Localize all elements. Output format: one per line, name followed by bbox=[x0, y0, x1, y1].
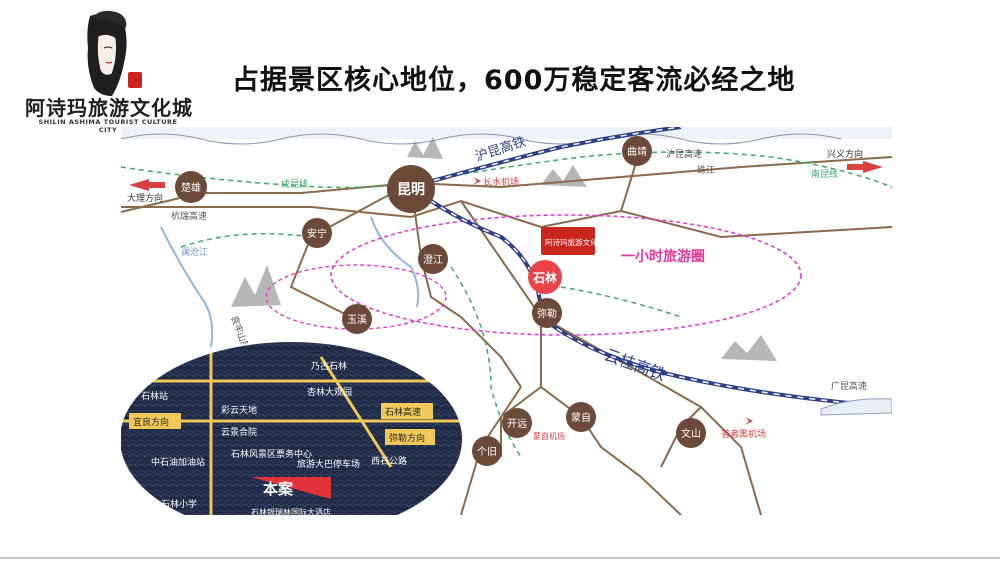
svg-text:普者黑机场: 普者黑机场 bbox=[721, 428, 766, 440]
guangkun-label: 广昆高速 bbox=[831, 380, 867, 392]
inset-place: 杏林大观园 bbox=[307, 386, 352, 398]
inset-mile-tag bbox=[385, 429, 435, 445]
svg-text:宜良方向: 宜良方向 bbox=[133, 416, 169, 428]
svg-text:大理方向: 大理方向 bbox=[127, 192, 163, 204]
page-title: 占据景区核心地位，600万稳定客流必经之地 bbox=[232, 65, 796, 96]
svg-text:石林高速: 石林高速 bbox=[385, 406, 421, 418]
city-node-chuxiong: 楚雄 bbox=[175, 171, 207, 203]
logo-subtitle: SHILIN ASHIMA TOURIST CULTURE CITY bbox=[38, 118, 178, 134]
svg-text:文山: 文山 bbox=[681, 427, 701, 440]
city-node-yuxi: 玉溪 bbox=[342, 304, 372, 334]
shilin-project-badge: 阿诗玛旅游文化城 bbox=[541, 227, 605, 255]
main-project-label: 本案 bbox=[263, 480, 294, 498]
svg-text:弥勒方向: 弥勒方向 bbox=[389, 432, 425, 444]
inset-place: 彩云天地 bbox=[221, 404, 257, 416]
hangrui-label: 杭瑞高速 bbox=[171, 210, 207, 222]
svg-text:阿诗玛旅游文化城: 阿诗玛旅游文化城 bbox=[545, 237, 605, 247]
city-node-mile: 弥勒 bbox=[532, 298, 562, 328]
inset-place: 石林银瑞林国际大酒店 bbox=[251, 507, 331, 515]
city-node-shilin: 石林 bbox=[528, 260, 562, 294]
mountain-illustration bbox=[231, 137, 777, 361]
high-speed-train-illustration bbox=[820, 398, 892, 416]
svg-text:石林: 石林 bbox=[532, 270, 557, 285]
chengkun-label: 成昆线 bbox=[281, 178, 308, 190]
footer-divider bbox=[0, 557, 1000, 559]
city-node-wenshan: 文山 bbox=[676, 418, 706, 448]
inset-yiliang-tag bbox=[129, 413, 181, 429]
inset-place: 中石油加油站 bbox=[151, 456, 205, 468]
inset-place: 石林小学 bbox=[161, 498, 197, 510]
svg-text:个旧: 个旧 bbox=[477, 446, 497, 458]
city-node-kunming: 昆明 bbox=[387, 165, 435, 213]
svg-text:昆明: 昆明 bbox=[397, 182, 425, 198]
direction-xingyi: 兴义方向 bbox=[827, 148, 883, 173]
river-lines bbox=[160, 216, 420, 348]
city-node-gejiu: 个旧 bbox=[472, 436, 502, 466]
changshui-airport: 长水机场 bbox=[461, 176, 519, 188]
svg-text:澄江: 澄江 bbox=[423, 253, 443, 266]
svg-text:开远: 开远 bbox=[507, 418, 527, 430]
road-network bbox=[121, 146, 892, 515]
inset-map-border bbox=[121, 340, 464, 515]
inset-map: 本案 石林高速 宜良方向 弥勒方向 西石公路 石林站 乃古石林 杏林大观园 彩云… bbox=[121, 341, 463, 515]
city-node-chengjiang: 澄江 bbox=[418, 244, 448, 274]
svg-text:楚雄: 楚雄 bbox=[181, 181, 201, 194]
svg-text:蒙自机场: 蒙自机场 bbox=[533, 431, 565, 441]
map-border-top bbox=[121, 127, 892, 139]
city-node-mengzi: 蒙自 bbox=[566, 402, 596, 432]
inset-place: 旅游大巴停车场 bbox=[297, 458, 360, 470]
rail-dashed-green bbox=[121, 151, 892, 458]
svg-text:玉溪: 玉溪 bbox=[347, 314, 367, 326]
mengzi-airport: 蒙自机场 bbox=[533, 431, 565, 441]
logo-title: 阿诗玛旅游文化城 bbox=[25, 96, 193, 120]
svg-text:蒙自: 蒙自 bbox=[571, 411, 591, 424]
regional-map: 澜沧江 一小时旅游圈 沪昆高铁 云桂高铁 沪昆高速 杭瑞高速 成昆线 南昆线 珠 bbox=[121, 127, 892, 515]
svg-text:曲靖: 曲靖 bbox=[627, 145, 647, 158]
direction-dali: 大理方向 bbox=[127, 179, 165, 204]
svg-text:安宁: 安宁 bbox=[307, 227, 327, 240]
svg-text:弥勒: 弥勒 bbox=[537, 307, 557, 320]
hukun-highway-label: 沪昆高速 bbox=[666, 148, 702, 160]
inset-highway-tag bbox=[381, 403, 433, 419]
svg-text:长水机场: 长水机场 bbox=[483, 176, 519, 188]
zhujiang-label: 珠江 bbox=[697, 164, 715, 176]
city-node-anning: 安宁 bbox=[302, 218, 332, 248]
inset-xishi-label: 西石公路 bbox=[371, 455, 407, 467]
puzhehei-airport: 普者黑机场 bbox=[721, 417, 766, 440]
inset-place: 石林站 bbox=[141, 390, 168, 402]
svg-text:兴义方向: 兴义方向 bbox=[827, 148, 863, 160]
inset-place: 云景合院 bbox=[221, 426, 257, 438]
ashima-portrait-icon bbox=[87, 10, 142, 96]
city-node-qujing: 曲靖 bbox=[622, 136, 652, 166]
one-hour-label: 一小时旅游圈 bbox=[621, 248, 705, 265]
main-project-marker bbox=[251, 477, 331, 499]
inset-place: 石林风景区票务中心 bbox=[231, 448, 312, 460]
high-speed-rail bbox=[409, 127, 892, 409]
inset-place: 乃古石林 bbox=[311, 360, 347, 372]
river-label: 澜沧江 bbox=[181, 246, 208, 258]
brand-logo bbox=[20, 8, 200, 128]
city-node-kaiyuan: 开远 bbox=[502, 408, 532, 438]
nankun-label: 南昆线 bbox=[811, 168, 838, 180]
